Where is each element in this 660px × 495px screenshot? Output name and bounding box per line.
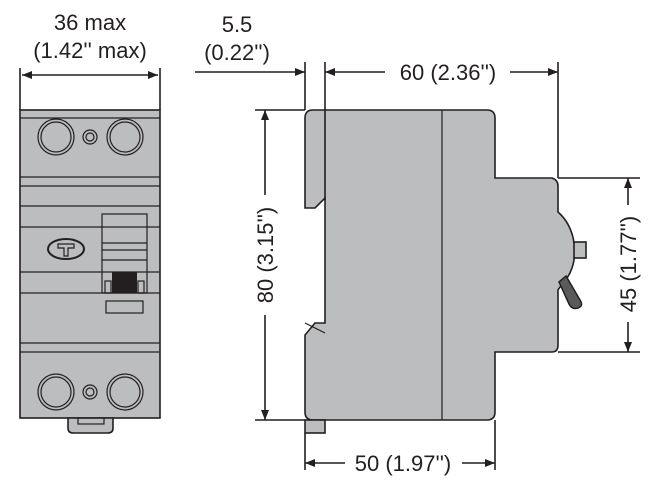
test-button-icon (47, 238, 85, 260)
height-label: 80 (3.15'') (253, 207, 278, 303)
side-body (304, 109, 576, 421)
side-view: 5.5 (0.22'') 60 (2.36'') 80 (3.15'') 45 … (195, 12, 641, 476)
front-height-label: 45 (1.77'') (616, 216, 641, 312)
din-clip (67, 417, 114, 434)
width-label: 36 max (54, 10, 126, 35)
toggle-lever (558, 274, 583, 310)
rail-offset-label: 5.5 (222, 12, 253, 37)
front-body (19, 109, 161, 419)
top-terminals (37, 118, 144, 156)
status-window (105, 300, 144, 314)
test-button (573, 241, 587, 259)
base-depth-label: 50 (1.97'') (355, 451, 451, 476)
rail-offset-label-inch: (0.22'') (204, 40, 270, 65)
bottom-terminals (37, 373, 144, 411)
depth-label: 60 (2.36'') (400, 60, 496, 85)
rail-latch (304, 419, 326, 434)
width-label-inch: (1.42'' max) (33, 38, 147, 63)
toggle-switch (101, 213, 148, 294)
front-view: 36 max (1.42'' max) (19, 10, 161, 434)
